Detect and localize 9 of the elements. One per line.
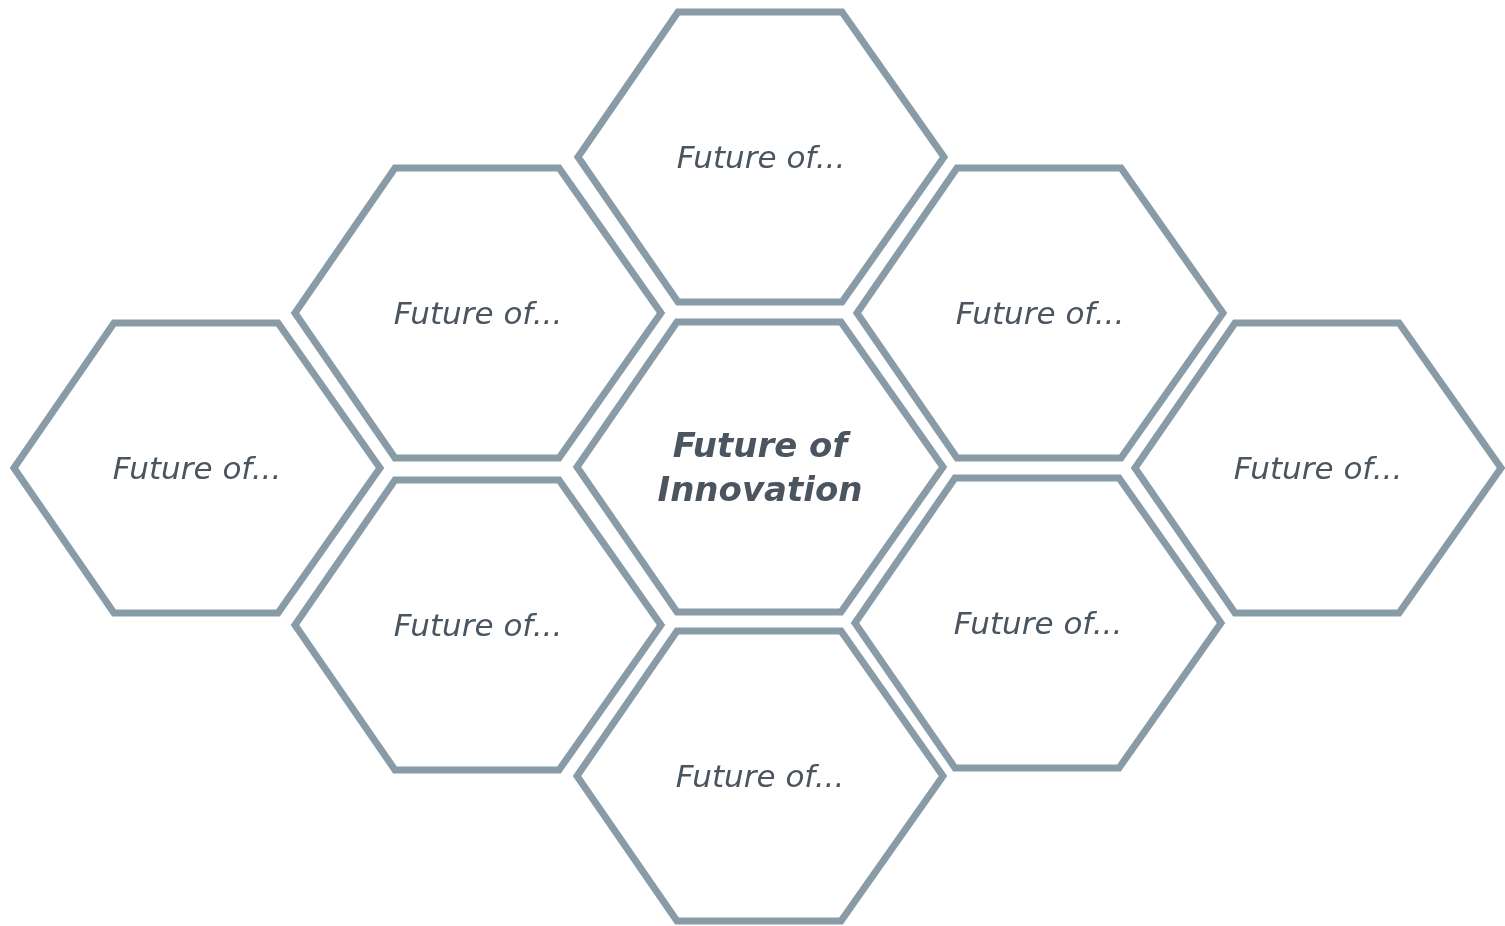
- hexagon-label: Future of...: [1232, 448, 1404, 488]
- hexagon-label: Future of...: [392, 605, 564, 645]
- hexagon-label: Future of...: [675, 137, 847, 177]
- hexagon-label: Future of...: [954, 293, 1126, 333]
- hexagon-label: Future of...: [111, 448, 283, 488]
- hexagon-label: Future of...: [392, 293, 564, 333]
- hexagon-label: Future of...: [952, 603, 1124, 643]
- hexagon-label: Future of Innovation: [656, 423, 864, 511]
- hexagon-label: Future of...: [674, 756, 846, 796]
